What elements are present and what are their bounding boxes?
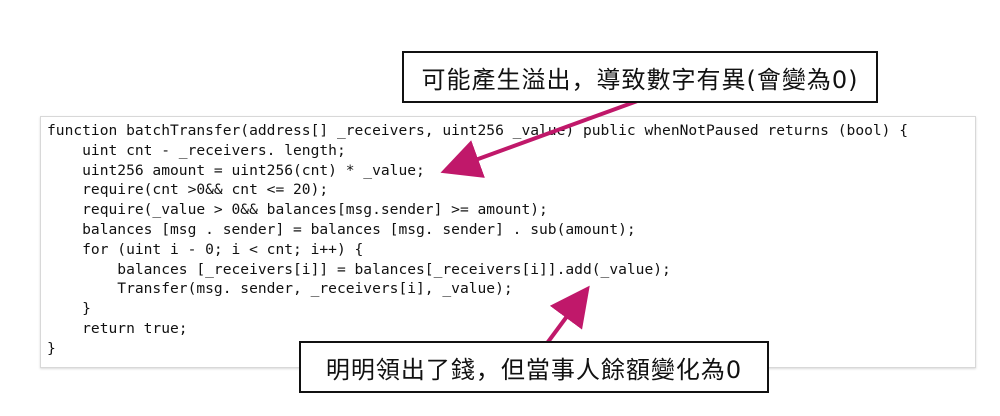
balance-zero-callout: 明明領出了錢，但當事人餘額變化為0 xyxy=(299,341,769,393)
code-line-11: return true; xyxy=(47,319,188,337)
code-line-9: Transfer(msg. sender, _receivers[i], _va… xyxy=(47,280,513,298)
code-line-1: function batchTransfer(address[] _receiv… xyxy=(47,122,909,139)
code-block: function batchTransfer(address[] _receiv… xyxy=(47,121,908,359)
code-line-8: balances [_receivers[i]] = balances[_rec… xyxy=(47,260,671,278)
code-line-12: } xyxy=(47,339,56,357)
code-panel: function batchTransfer(address[] _receiv… xyxy=(40,116,976,368)
code-line-5: require(_value > 0&& balances[msg.sender… xyxy=(47,201,548,219)
code-line-7: for (uint i - 0; i < cnt; i++) { xyxy=(47,240,364,258)
overflow-callout-text: 可能產生溢出，導致數字有異(會變為0) xyxy=(421,65,859,94)
balance-zero-callout-text: 明明領出了錢，但當事人餘額變化為0 xyxy=(325,355,743,384)
code-line-3: uint256 amount = uint256(cnt) * _value; xyxy=(47,161,425,179)
code-line-2: uint cnt - _receivers. length; xyxy=(47,141,346,159)
overflow-callout: 可能產生溢出，導致數字有異(會變為0) xyxy=(402,51,878,103)
code-line-4: require(cnt >0&& cnt <= 20); xyxy=(47,181,329,199)
code-line-6: balances [msg . sender] = balances [msg.… xyxy=(47,220,636,238)
code-line-10: } xyxy=(47,300,91,318)
